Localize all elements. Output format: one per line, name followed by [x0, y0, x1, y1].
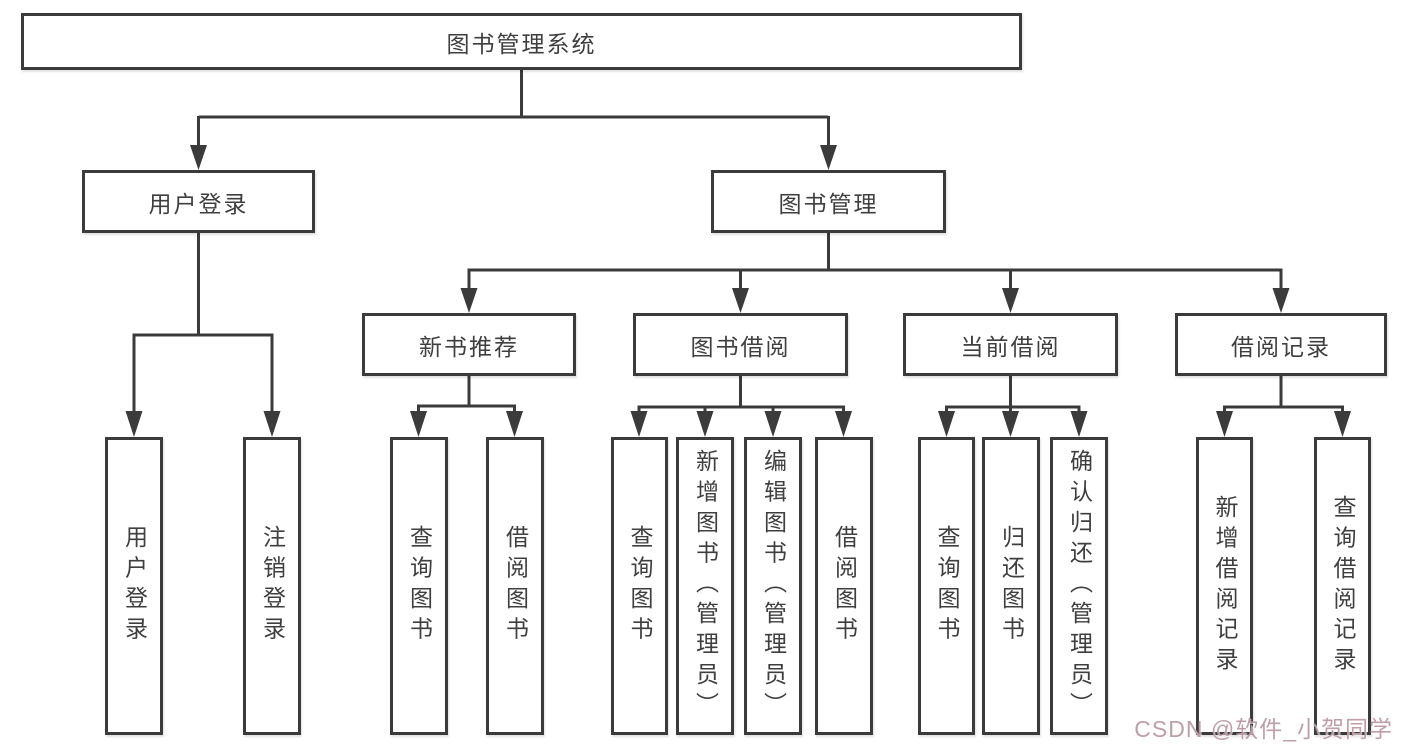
node-current-borrow: 当前借阅 [903, 313, 1118, 376]
leaf-borrow-books-recommend: 借阅图书 [486, 437, 544, 735]
csdn-watermark: CSDN @软件_小贺同学 [1134, 716, 1393, 742]
leaf-query-books-recommend: 查询图书 [390, 437, 448, 735]
leaf-confirm-return-admin: 确认归还（管理员） [1050, 437, 1108, 735]
node-book-borrow: 图书借阅 [633, 313, 848, 376]
leaf-query-borrow-record: 查询借阅记录 [1314, 437, 1371, 735]
leaf-logout: 注销登录 [243, 437, 301, 735]
leaf-add-borrow-record: 新增借阅记录 [1196, 437, 1253, 735]
node-book-management: 图书管理 [711, 170, 946, 233]
leaf-add-book-admin: 新增图书（管理员） [676, 437, 734, 735]
node-root: 图书管理系统 [21, 13, 1022, 70]
leaf-query-books-borrow: 查询图书 [611, 437, 668, 735]
node-new-book-recommend: 新书推荐 [362, 313, 576, 376]
leaf-user-login: 用户登录 [105, 437, 163, 735]
node-user-login: 用户登录 [82, 170, 315, 233]
leaf-return-book: 归还图书 [982, 437, 1040, 735]
arrowhead-icons [125, 145, 1351, 437]
leaf-query-books-current: 查询图书 [918, 437, 975, 735]
leaf-borrow-books: 借阅图书 [815, 437, 873, 735]
leaf-edit-book-admin: 编辑图书（管理员） [744, 437, 802, 735]
node-borrow-records: 借阅记录 [1175, 313, 1387, 376]
